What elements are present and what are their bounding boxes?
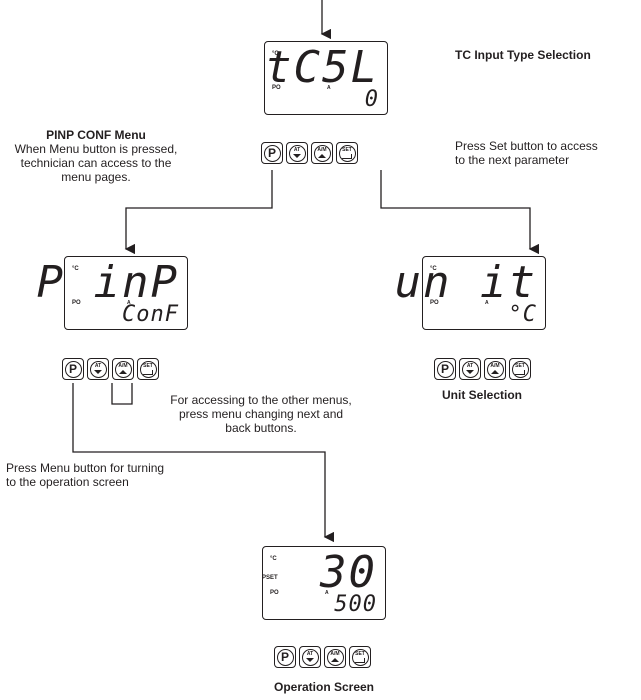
main-readout: tC5L	[265, 42, 379, 93]
p-button[interactable]: P	[261, 142, 283, 164]
pinp-button-row: P AT A/M SET	[62, 358, 159, 380]
at-label: AT	[94, 363, 102, 369]
tcsl-display: °C PO A tC5L 0	[264, 41, 388, 115]
down-arrow-icon	[466, 370, 474, 374]
pinp-desc: When Menu button is pressed, technician …	[14, 142, 178, 184]
nav-buttons-bracket	[111, 383, 133, 405]
at-label: AT	[293, 147, 301, 153]
press-set-label: Press Set button to access to the next p…	[455, 139, 598, 167]
am-label: A/M	[317, 147, 327, 153]
unit-display: °C PO A un it °C	[395, 256, 546, 330]
at-button[interactable]: AT	[286, 142, 308, 164]
a-indicator: A	[127, 300, 131, 306]
set-label: SET	[143, 362, 153, 369]
sub-readout: 0	[364, 87, 379, 112]
p-to-operation-arrow	[72, 383, 335, 543]
at-button[interactable]: AT	[87, 358, 109, 380]
up-arrow-icon	[119, 370, 127, 374]
set-button[interactable]: SET	[137, 358, 159, 380]
operation-screen-label: Operation Screen	[273, 680, 375, 694]
down-arrow-icon	[94, 370, 102, 374]
set-button[interactable]: SET	[509, 358, 531, 380]
up-arrow-icon	[318, 154, 326, 158]
set-label: SET	[515, 362, 525, 369]
p-button-icon: P	[68, 362, 77, 376]
set-button[interactable]: SET	[336, 142, 358, 164]
am-label: A/M	[330, 651, 340, 657]
p-to-pinp-arrow	[124, 170, 273, 255]
celsius-indicator: °C	[270, 556, 277, 562]
enter-icon	[355, 657, 365, 663]
celsius-indicator: °C	[430, 266, 437, 272]
sub-readout: 500	[334, 592, 377, 617]
pinp-title: PINP CONF Menu	[46, 128, 146, 142]
a-indicator: A	[325, 590, 329, 596]
p-button-icon: P	[440, 362, 449, 376]
p-button-icon: P	[267, 146, 276, 160]
operation-display: °C PSET PO A 30 500	[262, 546, 386, 620]
up-arrow-icon	[331, 658, 339, 662]
tcsl-button-row: P AT A/M SET	[261, 142, 358, 164]
set-button[interactable]: SET	[349, 646, 371, 668]
po-indicator: PO	[430, 300, 439, 306]
down-arrow-icon	[306, 658, 314, 662]
p-button[interactable]: P	[62, 358, 84, 380]
at-label: AT	[466, 363, 474, 369]
tc-input-type-label: TC Input Type Selection	[455, 48, 591, 62]
set-label: SET	[342, 146, 352, 153]
am-label: A/M	[118, 363, 128, 369]
enter-icon	[515, 369, 525, 375]
am-button[interactable]: A/M	[311, 142, 333, 164]
am-label: A/M	[490, 363, 500, 369]
at-label: AT	[306, 651, 314, 657]
unit-button-row: P AT A/M SET	[434, 358, 531, 380]
set-label: SET	[355, 650, 365, 657]
press-menu-label: Press Menu button for turning to the ope…	[6, 461, 165, 489]
enter-icon	[342, 153, 352, 159]
operation-button-row: P AT A/M SET	[274, 646, 371, 668]
am-button[interactable]: A/M	[324, 646, 346, 668]
sub-readout: ConF	[122, 302, 179, 327]
enter-icon	[143, 369, 153, 375]
up-arrow-icon	[491, 370, 499, 374]
celsius-indicator: °C	[72, 266, 79, 272]
p-button[interactable]: P	[434, 358, 456, 380]
am-button[interactable]: A/M	[484, 358, 506, 380]
po-indicator: PO	[72, 300, 81, 306]
other-menus-label: For accessing to the other menus, press …	[170, 393, 352, 435]
sub-readout: °C	[508, 302, 537, 327]
at-button[interactable]: AT	[459, 358, 481, 380]
down-arrow-icon	[293, 154, 301, 158]
main-readout: un it	[394, 257, 537, 308]
p-button[interactable]: P	[274, 646, 296, 668]
celsius-indicator: °C	[272, 51, 279, 57]
unit-selection-label: Unit Selection	[441, 388, 522, 402]
main-readout: P inP	[36, 257, 179, 308]
a-indicator: A	[485, 300, 489, 306]
am-button[interactable]: A/M	[112, 358, 134, 380]
pset-indicator: PSET	[262, 575, 278, 581]
at-button[interactable]: AT	[299, 646, 321, 668]
a-indicator: A	[327, 85, 331, 91]
p-button-icon: P	[280, 650, 289, 664]
set-to-unit-arrow	[380, 170, 540, 255]
po-indicator: PO	[270, 590, 279, 596]
main-readout: 30	[320, 547, 377, 598]
po-indicator: PO	[272, 85, 281, 91]
pinp-display: °C PO A P inP ConF	[37, 256, 188, 330]
